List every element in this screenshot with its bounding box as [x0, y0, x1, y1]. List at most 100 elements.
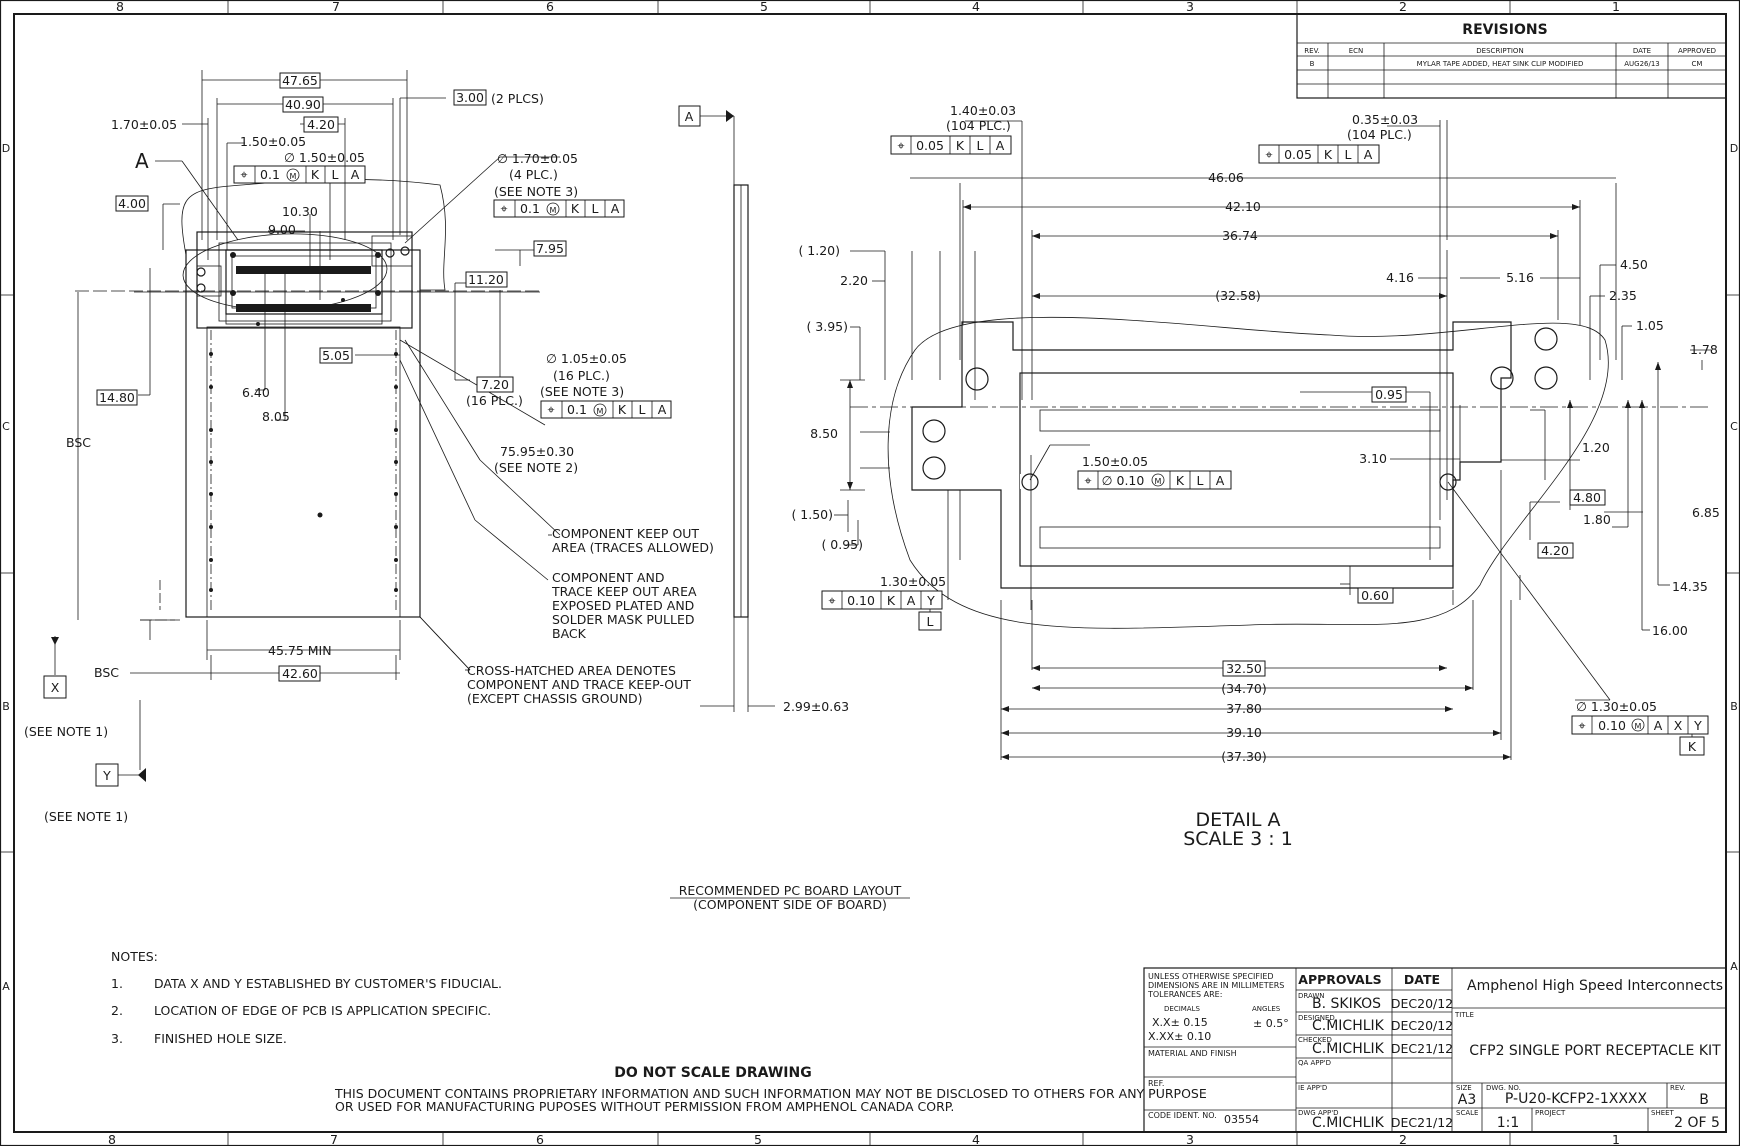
note-trace-4: SOLDER MASK PULLED: [552, 612, 695, 627]
keepout-hatch: [206, 326, 401, 618]
svg-text:IE APP'D: IE APP'D: [1298, 1084, 1327, 1092]
svg-text:A: A: [611, 201, 620, 216]
dim-dia-1-50: ∅ 1.50±0.05: [284, 150, 365, 165]
pin-row-bottom: [236, 304, 371, 312]
svg-text:ANGLES: ANGLES: [1252, 1005, 1281, 1013]
detail-pin-row-top: [1039, 409, 1441, 432]
dim-16-plc-a: (16 PLC.): [553, 368, 610, 383]
proprietary-2: OR USED FOR MANUFACTURING PUPOSES WITHOU…: [335, 1099, 954, 1114]
svg-text:DEC20/12: DEC20/12: [1391, 996, 1453, 1011]
zone-label: 8: [116, 0, 124, 14]
svg-text:K: K: [1176, 473, 1185, 488]
svg-text:REF.: REF.: [1148, 1079, 1164, 1088]
zone-label: 6: [546, 0, 554, 14]
svg-text:SIZE: SIZE: [1456, 1084, 1472, 1092]
datum-l: L: [927, 614, 934, 629]
dim-2-99: 2.99±0.63: [783, 699, 849, 714]
dim-1-78: 1.78: [1690, 342, 1718, 357]
dim-3-95: ( 3.95): [806, 319, 848, 334]
svg-text:Y: Y: [1693, 718, 1702, 733]
dim-7-95: 7.95: [536, 241, 564, 256]
svg-text:PROJECT: PROJECT: [1535, 1109, 1566, 1117]
note-num: 3.: [111, 1031, 123, 1046]
dim-dia-1-05: ∅ 1.05±0.05: [546, 351, 627, 366]
rev-cell: CM: [1692, 60, 1703, 68]
svg-text:K: K: [618, 402, 627, 417]
dim-4-16: 4.16: [1386, 270, 1414, 285]
svg-text:⌖: ⌖: [1578, 718, 1586, 733]
fcf-board-3: ⌖ 0.1 M K L A: [540, 400, 672, 419]
svg-text:0.1: 0.1: [520, 201, 540, 216]
pin-row-top: [236, 266, 371, 274]
dim-7-20: 7.20: [481, 377, 509, 392]
svg-text:0.05: 0.05: [916, 138, 944, 153]
note-text: LOCATION OF EDGE OF PCB IS APPLICATION S…: [154, 1003, 491, 1018]
board-caption-2: (COMPONENT SIDE OF BOARD): [693, 897, 887, 912]
dim-11-20: 11.20: [468, 272, 504, 287]
dim-8-05: 8.05: [262, 409, 290, 424]
footer: DO NOT SCALE DRAWING THIS DOCUMENT CONTA…: [334, 1065, 1207, 1114]
svg-text:DRAWN: DRAWN: [1298, 992, 1325, 1000]
svg-text:M: M: [1635, 722, 1642, 731]
dim-37-30: (37.30): [1221, 749, 1267, 764]
dim-2-20: 2.20: [840, 273, 868, 288]
note-trace-2: TRACE KEEP OUT AREA: [551, 584, 697, 599]
dim-32-58: (32.58): [1215, 288, 1261, 303]
fcf-detail-b: ⌖ 0.05 K L A: [1258, 144, 1380, 164]
zone-label: 8: [108, 1132, 116, 1146]
svg-text:A: A: [1216, 473, 1225, 488]
dim-8-50: 8.50: [810, 426, 838, 441]
dim-0-60: 0.60: [1361, 588, 1389, 603]
svg-text:A: A: [1364, 147, 1373, 162]
dim-104-plc-b: (104 PLC.): [1347, 127, 1412, 142]
rev-cell: MYLAR TAPE ADDED, HEAT SINK CLIP MODIFIE…: [1417, 60, 1584, 68]
dim-2-plcs: (2 PLCS): [491, 91, 544, 106]
dim-37-80: 37.80: [1226, 701, 1262, 716]
zone-label: C: [2, 420, 10, 433]
dim-36-74: 36.74: [1222, 228, 1258, 243]
zone-label: 4: [972, 0, 980, 14]
note-keepout-1: COMPONENT KEEP OUT: [552, 526, 699, 541]
svg-text:DECIMALS: DECIMALS: [1164, 1005, 1200, 1013]
dim-1-40: 1.40±0.03: [950, 103, 1016, 118]
dim-47-65: 47.65: [282, 73, 318, 88]
notes-heading: NOTES:: [111, 949, 158, 964]
zone-label: 7: [332, 0, 340, 14]
date-header: DATE: [1404, 972, 1440, 987]
dim-42-60: 42.60: [282, 666, 318, 681]
detail-a-view: 1.40±0.03 (104 PLC.) 0.35±0.03 (104 PLC.…: [791, 103, 1719, 850]
designed-by: C.MICHLIK: [1312, 1018, 1385, 1034]
dim-34-70: (34.70): [1221, 681, 1267, 696]
svg-text:K: K: [311, 167, 320, 182]
svg-text:M: M: [1155, 477, 1162, 486]
dim-10-30: 10.30: [282, 204, 318, 219]
dim-1-80: 1.80: [1583, 512, 1611, 527]
svg-text:QA APP'D: QA APP'D: [1298, 1059, 1331, 1067]
zone-label: B: [2, 700, 10, 713]
dim-14-35: 14.35: [1672, 579, 1708, 594]
dim-see-note-3: (SEE NOTE 3): [494, 184, 578, 199]
drawing-title: CFP2 SINGLE PORT RECEPTACLE KIT: [1469, 1043, 1721, 1059]
zone-label: D: [1730, 142, 1738, 155]
dim-1-20-p: ( 1.20): [798, 243, 840, 258]
svg-text:⌖: ⌖: [1265, 147, 1273, 162]
dim-4-80: 4.80: [1573, 490, 1601, 505]
rev-header: REV.: [1304, 47, 1319, 55]
svg-text:TOLERANCES ARE:: TOLERANCES ARE:: [1147, 990, 1222, 999]
svg-text:A: A: [996, 138, 1005, 153]
svg-text:Y: Y: [926, 593, 935, 608]
svg-text:A: A: [658, 402, 667, 417]
dim-46-06: 46.06: [1208, 170, 1244, 185]
svg-text:DWG APP'D: DWG APP'D: [1298, 1109, 1339, 1117]
fcf-detail-d: ⌖ 0.10 K A Y: [821, 590, 943, 610]
zone-label: D: [2, 142, 10, 155]
fcf-board-2: ⌖ 0.1 M K L A: [493, 199, 625, 218]
dim-6-85: 6.85: [1692, 505, 1720, 520]
dwg-approved-by: C.MICHLIK: [1312, 1115, 1385, 1131]
dim-16-00: 16.00: [1652, 623, 1688, 638]
zone-label: C: [1730, 420, 1738, 433]
dim-see-note-3b: (SEE NOTE 3): [540, 384, 624, 399]
svg-text:X.XX± 0.10: X.XX± 0.10: [1148, 1030, 1211, 1043]
dim-39-10: 39.10: [1226, 725, 1262, 740]
svg-text:A: A: [351, 167, 360, 182]
